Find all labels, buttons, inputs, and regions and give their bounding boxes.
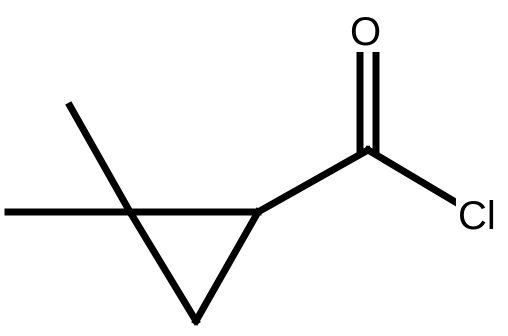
bond-carbonyl-chlorine [363, 145, 467, 211]
bond-methyl-top [65, 101, 135, 217]
bond-ring-right [191, 207, 263, 326]
bond-ring-to-carbonyl [253, 145, 373, 217]
bond-ring-left [125, 207, 201, 326]
oxygen-atom-label: O [348, 10, 384, 54]
chlorine-atom-label: Cl [456, 194, 498, 238]
